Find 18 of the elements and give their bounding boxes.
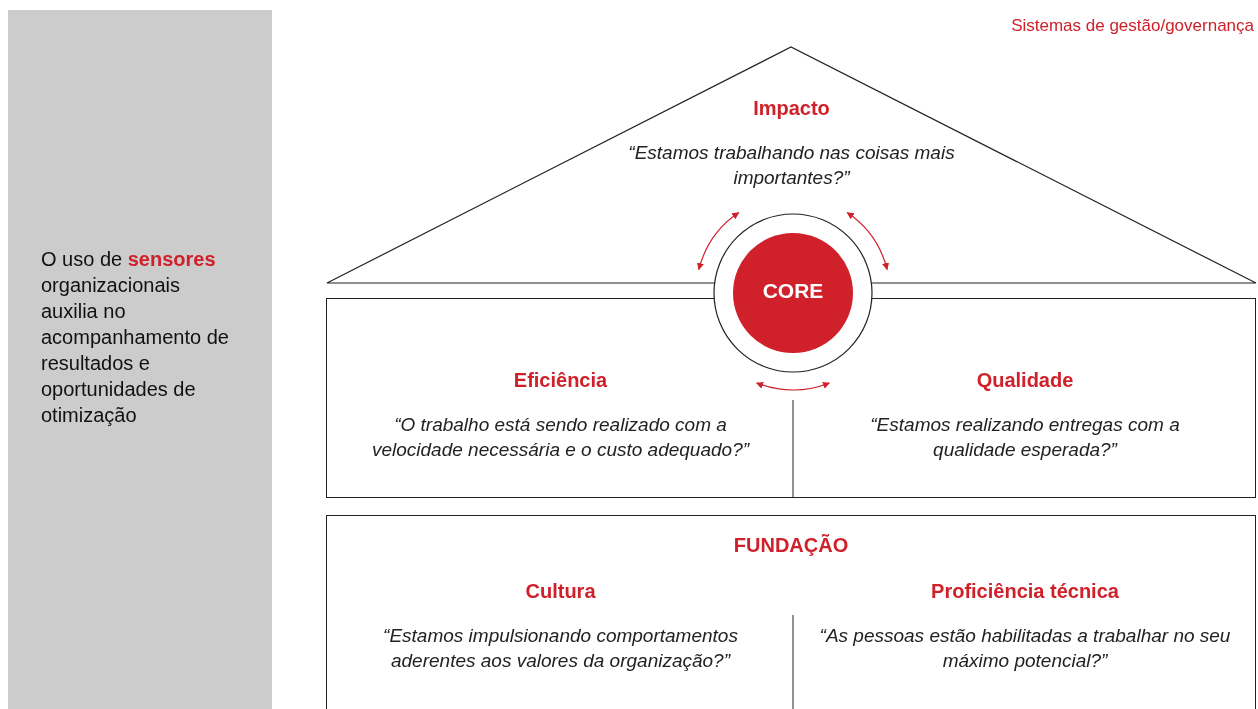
question-text: “Estamos impulsionando comportamentos aderentes aos valores da organização?” [382, 624, 739, 673]
question-text: “As pessoas estão habilitadas a trabalhar no seu máximo potencial?” [818, 624, 1232, 673]
content-box [326, 298, 1256, 498]
roof-triangle [327, 47, 1256, 283]
section-heading: Impacto [753, 97, 830, 120]
question-text: “O trabalho está sendo realizado com a velocidade necessária e o custo adequado?” [370, 413, 751, 462]
core-label: CORE [762, 279, 824, 303]
system-label: Sistemas de gestão/governança [1011, 16, 1254, 36]
section-heading: Proficiência técnica [931, 580, 1119, 603]
section-heading: FUNDAÇÃO [733, 534, 849, 557]
question-text: “Estamos trabalhando nas coisas mais importantes?” [627, 141, 956, 190]
side-panel [8, 10, 272, 709]
question-text: “Estamos realizando entregas com a qualidade esperada?” [870, 413, 1180, 462]
section-heading: Qualidade [976, 369, 1074, 392]
section-heading: Cultura [525, 580, 596, 603]
description-text: O uso de sensores organizacionais auxilia no acompanhamento de resultados e oportunidades de otimização [41, 247, 230, 428]
content-box [326, 515, 1256, 709]
section-heading: Eficiência [513, 369, 608, 392]
